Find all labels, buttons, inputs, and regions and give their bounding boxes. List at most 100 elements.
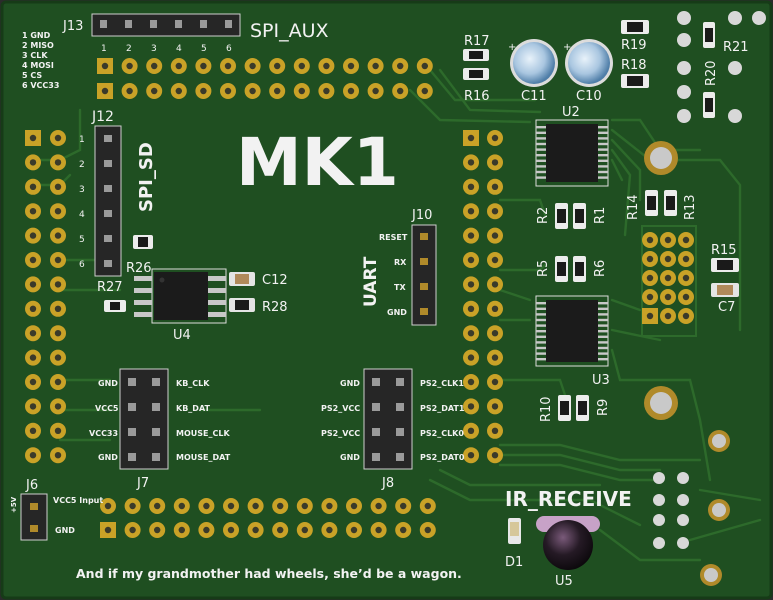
j10-pin-reset: RESET — [379, 233, 408, 242]
mount-pad — [677, 109, 691, 123]
connector-pad — [677, 537, 689, 549]
left-column-pad — [25, 447, 41, 464]
mount-pad — [677, 85, 691, 99]
mount-pad — [728, 109, 742, 123]
j8-right-4: PS2_DAT0 — [420, 453, 465, 462]
chip-pin — [536, 302, 546, 305]
bottom-row-pad — [198, 498, 215, 514]
bottom-row-pad — [223, 498, 239, 514]
j13-pin-2: 2 — [126, 44, 132, 54]
j13-connector: J13 SPI_AUX 1 2 3 4 5 6 — [62, 13, 329, 54]
left-column-pad — [25, 325, 41, 342]
j10-pin-tx: TX — [394, 283, 406, 292]
right-column-pad — [487, 227, 503, 244]
chip-pin — [536, 346, 546, 350]
right-column-pad — [487, 325, 503, 342]
left-column-pad — [50, 203, 66, 220]
bottom-row-pad — [223, 522, 239, 538]
top-row-pad — [244, 58, 261, 74]
top-row-pad — [367, 58, 384, 74]
j8-connector: J8 GND PS2_VCC PS2_VCC GND PS2_CLK1 PS2_… — [321, 368, 465, 491]
j13-pin-4: 4 — [176, 44, 182, 54]
bottom-row-pad — [124, 522, 141, 538]
top-row-pad — [97, 58, 113, 74]
chip-pin — [536, 159, 546, 162]
r9-label: R9 — [596, 399, 611, 416]
left-column-pad — [25, 398, 41, 415]
chip-pin — [598, 170, 608, 174]
header-pin — [128, 453, 136, 461]
resistor-r16: R16 — [463, 68, 490, 104]
connector-pad — [653, 472, 665, 484]
chip-pin — [598, 341, 608, 344]
ir-section: IR_RECEIVE D1 U5 — [505, 487, 632, 589]
c12-label: C12 — [262, 273, 288, 288]
top-row-pad — [318, 58, 335, 74]
top-row-pad — [269, 58, 286, 74]
u5-ir-receiver — [543, 520, 593, 570]
left-column-pad — [50, 154, 66, 171]
bottom-row-pad — [198, 522, 215, 538]
bottom-row-pad — [173, 498, 190, 514]
right-column-pad — [463, 252, 479, 268]
header-pin — [128, 403, 136, 411]
right-column-pad — [487, 349, 503, 366]
left-column-pad — [50, 325, 66, 342]
j12-title: SPI_SD — [136, 142, 157, 212]
right-column-pad — [463, 398, 479, 415]
header-pin — [372, 403, 380, 411]
chip-pin — [598, 335, 608, 338]
r19-label: R19 — [621, 38, 647, 53]
right-column-pad — [463, 325, 479, 342]
chip-pin — [536, 352, 546, 355]
resistor-r28: R28 — [229, 298, 288, 315]
left-column-pad — [25, 178, 41, 195]
j13-title: SPI_AUX — [250, 20, 329, 42]
chip-pin — [536, 307, 546, 310]
resistor-r5: R5 — [536, 256, 568, 282]
c11-label: C11 — [521, 89, 547, 104]
header-pin — [372, 378, 380, 386]
ps2-pad — [660, 270, 676, 286]
left-column-pad — [50, 130, 66, 146]
left-column-pad — [25, 349, 41, 366]
bottom-row-pad — [247, 522, 264, 538]
ps2-pad — [642, 270, 658, 286]
legend-line-1: 1 GND — [22, 31, 51, 40]
j13-legend: 1 GND 2 MISO 3 CLK 4 MOSI 5 CS 6 VCC33 — [22, 31, 59, 90]
right-edge-holes — [700, 430, 730, 586]
bottom-row-pad — [346, 522, 362, 538]
j7-left-3: VCC33 — [89, 429, 118, 438]
left-column-pad — [25, 154, 41, 171]
j10-ref: J10 — [411, 208, 432, 223]
left-column-pad — [25, 422, 41, 439]
resistor-r2: R2 — [536, 203, 568, 229]
resistor-r15: R15 — [711, 243, 739, 272]
chip-u2: U2 — [535, 105, 609, 187]
left-column-pad — [25, 276, 41, 293]
connector-pad — [653, 514, 665, 526]
connector-pad — [653, 494, 665, 506]
header-pin — [152, 453, 160, 461]
right-column-pad — [487, 276, 503, 293]
board-title: MK1 — [236, 124, 399, 201]
header-pin — [396, 403, 404, 411]
j7-header-body — [119, 368, 169, 470]
j8-header-body — [363, 368, 413, 470]
j6-pin-gnd: GND — [55, 526, 75, 535]
legend-line-6: 6 VCC33 — [22, 81, 59, 90]
r14-label: R14 — [626, 194, 641, 220]
u2-label: U2 — [562, 105, 580, 120]
right-column-pad — [487, 178, 503, 195]
connector-pad — [677, 494, 689, 506]
right-column-pad — [487, 398, 503, 415]
resistor-r26: R26 — [126, 235, 153, 276]
bottom-row-pad — [419, 498, 436, 514]
resistor-r27: R27 — [97, 280, 126, 312]
top-row-pad — [146, 83, 163, 99]
ps2-pad — [678, 289, 694, 305]
j13-ref: J13 — [62, 19, 83, 34]
bottom-row-pad — [272, 522, 289, 538]
header-pin — [372, 428, 380, 436]
j8-left-1: GND — [340, 379, 360, 388]
